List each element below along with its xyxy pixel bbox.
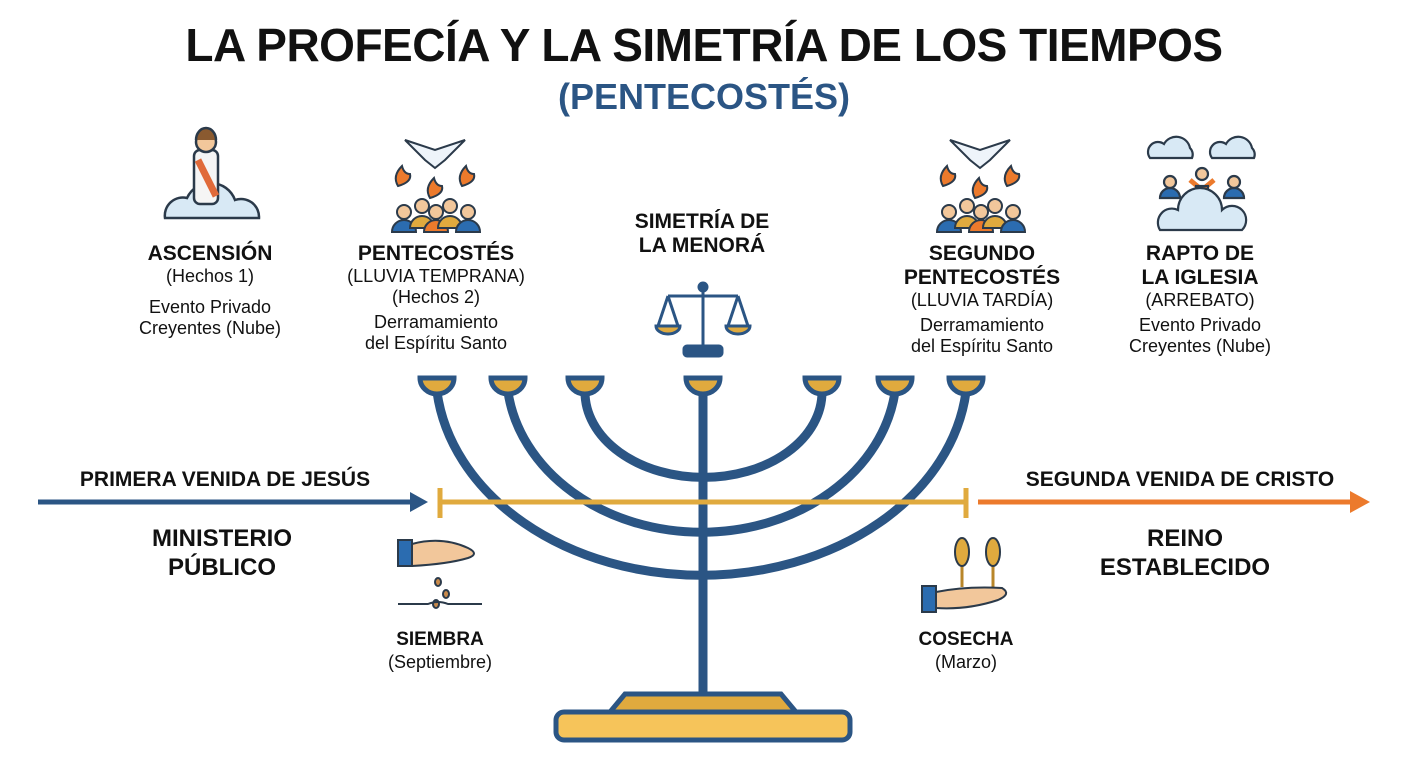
- dove-fire-people-icon: [935, 139, 1027, 233]
- event-desc: del Espíritu Santo: [910, 336, 1054, 356]
- page-title: LA PROFECÍA Y LA SIMETRÍA DE LOS TIEMPOS: [185, 19, 1223, 71]
- center-symmetry: SIMETRÍA DE LA MENORÁ: [582, 210, 822, 258]
- center-heading: LA MENORÁ: [638, 234, 766, 257]
- event-ascension: ASCENSIÓN (Hechos 1) Evento Privado Crey…: [90, 242, 330, 339]
- second-coming-sub-line: ESTABLECIDO: [1099, 554, 1271, 581]
- event-desc: Derramamiento: [919, 315, 1045, 335]
- first-coming-sub-line: MINISTERIO: [151, 525, 292, 552]
- event-heading: PENTECOSTÉS: [357, 242, 515, 265]
- season-sub: (Marzo): [935, 652, 997, 672]
- event-heading: RAPTO DE: [1145, 242, 1255, 265]
- event-sub: (LLUVIA TARDÍA): [910, 290, 1054, 310]
- first-coming-sub-line: PÚBLICO: [168, 554, 276, 581]
- season-sowing: SIEMBRA (Septiembre): [320, 628, 560, 673]
- event-sub: (Hechos 2): [391, 287, 481, 307]
- season-label: COSECHA: [918, 629, 1014, 650]
- season-label: SIEMBRA: [396, 629, 484, 650]
- event-desc: Creyentes (Nube): [1128, 336, 1272, 356]
- event-sub: (Hechos 1): [165, 266, 255, 286]
- ascension-cloud-icon: [163, 126, 261, 220]
- dove-fire-people-icon: [390, 139, 482, 233]
- second-coming-sub-line: REINO: [1146, 525, 1223, 552]
- sowing-hand-icon: [397, 539, 482, 609]
- event-heading: LA IGLESIA: [1141, 266, 1259, 289]
- season-sub: (Septiembre): [387, 652, 493, 672]
- first-coming-sub: MINISTERIO PÚBLICO: [92, 524, 352, 582]
- event-desc: del Espíritu Santo: [364, 333, 508, 353]
- season-harvest: COSECHA (Marzo): [846, 628, 1086, 673]
- menorah: [432, 387, 971, 697]
- event-sub: (LLUVIA TEMPRANA): [347, 266, 525, 286]
- event-desc: Evento Privado: [148, 297, 272, 317]
- rapture-clouds-icon: [1146, 135, 1256, 232]
- event-sub: (ARREBATO): [1145, 290, 1255, 310]
- event-heading: SEGUNDO: [928, 242, 1036, 265]
- second-coming-sub: REINO ESTABLECIDO: [1055, 524, 1315, 582]
- center-heading: SIMETRÍA DE: [634, 210, 770, 233]
- event-desc: Creyentes (Nube): [138, 318, 282, 338]
- event-desc: Evento Privado: [1138, 315, 1262, 335]
- event-heading: ASCENSIÓN: [147, 242, 273, 265]
- event-heading: PENTECOSTÉS: [903, 266, 1061, 289]
- scales-icon: [654, 281, 752, 358]
- second-coming-label: SEGUNDA VENIDA DE CRISTO: [1025, 468, 1335, 491]
- menorah-base: [553, 691, 853, 743]
- event-rapture: RAPTO DE LA IGLESIA (ARREBATO) Evento Pr…: [1080, 242, 1320, 357]
- menorah-cups: [417, 375, 986, 397]
- page-subtitle: (PENTECOSTÉS): [557, 76, 851, 117]
- event-second-pentecost: SEGUNDO PENTECOSTÉS (LLUVIA TARDÍA) Derr…: [862, 242, 1102, 357]
- event-desc: Derramamiento: [373, 312, 499, 332]
- first-coming-label: PRIMERA VENIDA DE JESÚS: [79, 468, 371, 491]
- harvest-wheat-icon: [921, 537, 1008, 613]
- event-pentecost: PENTECOSTÉS (LLUVIA TEMPRANA) (Hechos 2)…: [316, 242, 556, 354]
- timeline: [38, 488, 1370, 518]
